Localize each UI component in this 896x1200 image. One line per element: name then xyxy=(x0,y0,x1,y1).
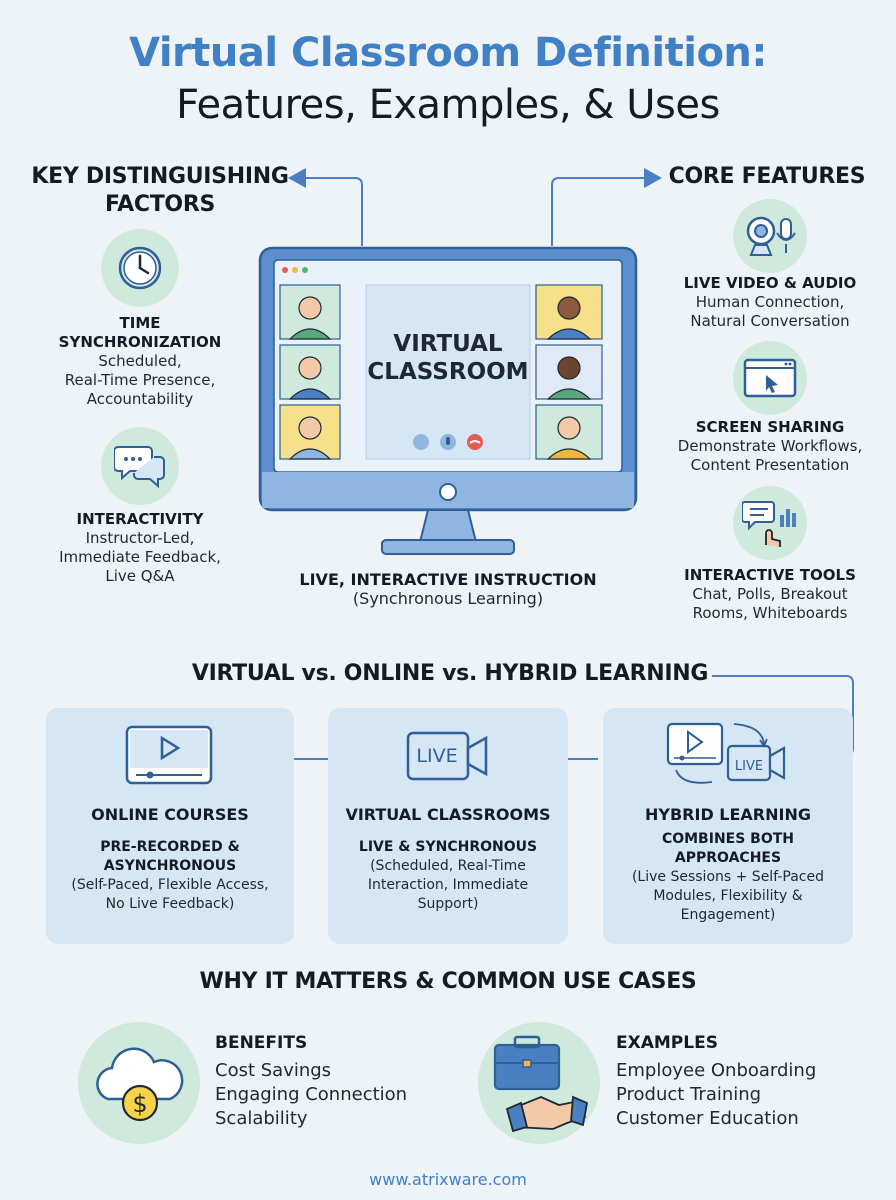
screen-sharing-title: SCREEN SHARING xyxy=(695,418,845,436)
time-sync-line: Real-Time Presence, xyxy=(64,371,216,389)
time-sync-title-line2: SYNCHRONIZATION xyxy=(58,333,222,351)
virtual-classrooms-title: VIRTUAL CLASSROOMS xyxy=(345,805,551,824)
time-sync-block: TIME SYNCHRONIZATION Scheduled, Real-Tim… xyxy=(40,314,240,409)
interactive-tools-title: INTERACTIVE TOOLS xyxy=(684,566,856,584)
benefits-item: Engaging Connection xyxy=(215,1084,408,1105)
online-courses-line: (Self-Paced, Flexible Access, xyxy=(71,877,269,893)
live-camera-icon xyxy=(406,731,488,781)
benefits-block: BENEFITS Cost Savings Engaging Connectio… xyxy=(215,1033,455,1131)
hybrid-learning-sub: COMBINES BOTH xyxy=(661,831,795,847)
page-title-line1: Virtual Classroom Definition: xyxy=(129,30,767,76)
cloud-dollar-icon: $ xyxy=(96,1047,184,1122)
examples-item: Customer Education xyxy=(616,1108,799,1129)
virtual-classrooms-sub: LIVE & SYNCHRONOUS xyxy=(358,839,538,855)
screen-sharing-block: SCREEN SHARING Demonstrate Workflows, Co… xyxy=(658,418,882,475)
core-features-heading: CORE FEATURES xyxy=(668,164,866,189)
footer-url-link[interactable]: www.atrixware.com xyxy=(369,1170,527,1189)
interactivity-title: INTERACTIVITY xyxy=(76,510,204,528)
examples-block: EXAMPLES Employee Onboarding Product Tra… xyxy=(616,1033,876,1131)
key-factors-heading: KEY DISTINGUISHING FACTORS xyxy=(20,163,300,219)
svg-text:$: $ xyxy=(132,1090,147,1118)
video-audio-block: LIVE VIDEO & AUDIO Human Connection, Nat… xyxy=(658,274,882,331)
monitor-label-line1: VIRTUAL xyxy=(393,331,503,357)
video-audio-icon-circle xyxy=(733,199,807,273)
interactive-tools-block: INTERACTIVE TOOLS Chat, Polls, Breakout … xyxy=(658,566,882,623)
briefcase-handshake-icon xyxy=(493,1035,589,1133)
interactivity-line: Instructor-Led, xyxy=(85,529,195,547)
chat-icon-circle xyxy=(101,427,179,505)
video-audio-line: Natural Conversation xyxy=(690,312,850,330)
interactivity-block: INTERACTIVITY Instructor-Led, Immediate … xyxy=(40,510,240,586)
interactive-tools-icon xyxy=(742,501,796,547)
interactive-tools-line: Rooms, Whiteboards xyxy=(692,604,848,622)
online-courses-text: ONLINE COURSES PRE-RECORDED & ASYNCHRONO… xyxy=(52,805,288,914)
hybrid-learning-sub: APPROACHES xyxy=(674,850,782,866)
video-audio-title: LIVE VIDEO & AUDIO xyxy=(683,274,857,292)
examples-title: EXAMPLES xyxy=(616,1033,718,1053)
key-factors-heading-line2: FACTORS xyxy=(104,192,216,217)
online-courses-title: ONLINE COURSES xyxy=(91,805,249,824)
webcam-microphone-icon xyxy=(746,216,796,256)
monitor-caption-sub: (Synchronous Learning) xyxy=(352,589,544,608)
clock-icon-circle xyxy=(101,229,179,307)
benefits-item: Scalability xyxy=(215,1108,308,1129)
virtual-classrooms-line: (Scheduled, Real-Time xyxy=(370,858,526,874)
hybrid-icon-label: LIVE xyxy=(734,759,764,774)
monitor-label: VIRTUAL CLASSROOM xyxy=(366,330,530,386)
screen-sharing-line: Demonstrate Workflows, xyxy=(677,437,863,455)
live-camera-icon-label: LIVE xyxy=(416,745,458,767)
hybrid-learning-line: Engagement) xyxy=(680,907,776,923)
online-courses-sub: PRE-RECORDED & xyxy=(100,839,240,855)
online-courses-line: No Live Feedback) xyxy=(105,896,235,912)
video-player-icon xyxy=(125,725,213,785)
monitor-illustration xyxy=(258,246,638,555)
virtual-classrooms-text: VIRTUAL CLASSROOMS LIVE & SYNCHRONOUS (S… xyxy=(332,805,564,914)
interactive-tools-icon-circle xyxy=(733,486,807,560)
time-sync-line: Accountability xyxy=(86,390,194,408)
screen-share-icon-circle xyxy=(733,341,807,415)
hybrid-learning-title: HYBRID LEARNING xyxy=(645,805,811,824)
use-cases-heading: WHY IT MATTERS & COMMON USE CASES xyxy=(199,969,697,994)
hybrid-learning-line: (Live Sessions + Self-Paced xyxy=(631,869,825,885)
page-title-line2: Features, Examples, & Uses xyxy=(176,82,720,128)
interactivity-line: Immediate Feedback, xyxy=(59,548,221,566)
virtual-classrooms-line: Interaction, Immediate xyxy=(367,877,529,893)
benefits-item: Cost Savings xyxy=(215,1060,332,1081)
monitor-caption-title: LIVE, INTERACTIVE INSTRUCTION xyxy=(299,570,597,589)
examples-icon-circle xyxy=(478,1022,600,1144)
comparison-heading: VIRTUAL vs. ONLINE vs. HYBRID LEARNING xyxy=(191,661,709,686)
online-courses-sub: ASYNCHRONOUS xyxy=(103,858,237,874)
virtual-classrooms-line: Support) xyxy=(417,896,479,912)
interactivity-line: Live Q&A xyxy=(105,567,175,585)
monitor-caption: LIVE, INTERACTIVE INSTRUCTION (Synchrono… xyxy=(248,570,648,608)
interactive-tools-line: Chat, Polls, Breakout xyxy=(692,585,848,603)
screen-share-icon xyxy=(743,358,797,398)
screen-sharing-line: Content Presentation xyxy=(690,456,850,474)
benefits-icon-circle: $ xyxy=(78,1022,200,1144)
chat-bubbles-icon xyxy=(114,446,165,489)
hybrid-icon xyxy=(666,722,786,784)
monitor-label-line2: CLASSROOM xyxy=(367,359,529,385)
examples-item: Product Training xyxy=(616,1084,762,1105)
benefits-title: BENEFITS xyxy=(215,1033,308,1053)
hybrid-learning-line: Modules, Flexibility & xyxy=(653,888,803,904)
time-sync-line: Scheduled, xyxy=(98,352,182,370)
hybrid-learning-text: HYBRID LEARNING COMBINES BOTH APPROACHES… xyxy=(607,805,849,925)
clock-icon xyxy=(118,246,162,290)
key-factors-heading-line1: KEY DISTINGUISHING xyxy=(31,164,289,189)
time-sync-title-line1: TIME xyxy=(119,314,161,332)
examples-item: Employee Onboarding xyxy=(616,1060,817,1081)
video-audio-line: Human Connection, xyxy=(695,293,845,311)
